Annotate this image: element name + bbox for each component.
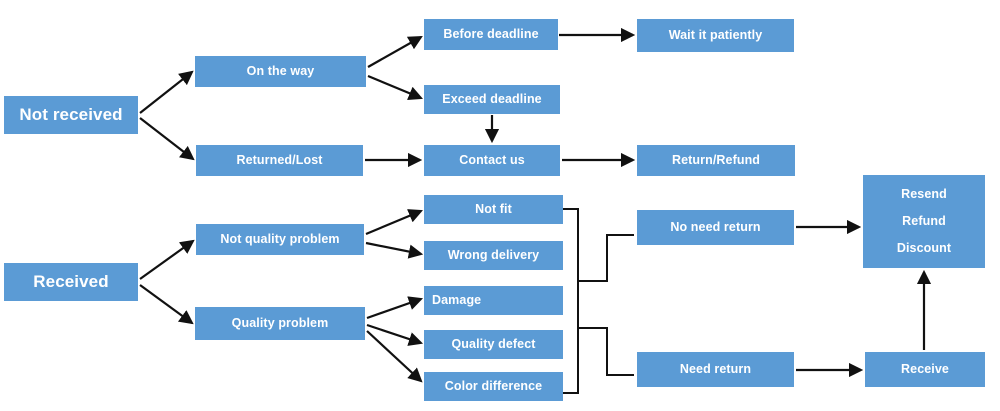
node-label: Before deadline [443, 27, 539, 42]
node-label: Need return [679, 362, 752, 377]
node-label: No need return [670, 220, 761, 235]
node-damage[interactable]: Damage [424, 286, 563, 315]
node-label: Not received [19, 105, 123, 125]
node-wait-it-patiently[interactable]: Wait it patiently [637, 19, 794, 52]
edge-not-received-to-returned-lost [139, 117, 195, 161]
node-no-need-return[interactable]: No need return [637, 210, 794, 245]
node-label: Not quality problem [220, 232, 340, 247]
node-label: Returned/Lost [236, 153, 323, 168]
node-contact-us[interactable]: Contact us [424, 145, 560, 176]
node-receive[interactable]: Receive [865, 352, 985, 387]
node-label: Color difference [444, 379, 543, 394]
edge-reason-bus-spine [563, 208, 579, 394]
node-not-received[interactable]: Not received [4, 96, 138, 134]
node-label: Not fit [475, 202, 512, 217]
edge-quality-to-damage [366, 296, 424, 320]
node-on-the-way[interactable]: On the way [195, 56, 366, 87]
edge-quality-to-color-difference [366, 330, 423, 383]
node-label: Quality problem [231, 316, 329, 331]
node-received[interactable]: Received [4, 263, 138, 301]
node-quality-defect[interactable]: Quality defect [424, 330, 563, 359]
node-exceed-deadline[interactable]: Exceed deadline [424, 85, 560, 114]
edge-not-quality-to-not-fit [365, 209, 423, 236]
node-wrong-delivery[interactable]: Wrong delivery [424, 241, 563, 270]
node-before-deadline[interactable]: Before deadline [424, 19, 558, 50]
edge-on-the-way-to-exceed-deadline [367, 74, 423, 100]
resolution-option-discount: Discount [896, 241, 952, 256]
edge-bus-to-no-need-return [578, 234, 634, 282]
node-label: Wrong delivery [447, 248, 540, 263]
node-returned-lost[interactable]: Returned/Lost [196, 145, 363, 176]
resolution-option-refund: Refund [902, 214, 946, 229]
node-label: Receive [901, 362, 949, 377]
resolution-option-resend: Resend [901, 187, 947, 202]
node-not-fit[interactable]: Not fit [424, 195, 563, 224]
edge-received-to-not-quality-problem [139, 239, 195, 280]
node-label: Quality defect [451, 337, 536, 352]
node-label: Received [33, 272, 109, 292]
node-label: Exceed deadline [442, 92, 542, 107]
node-not-quality-problem[interactable]: Not quality problem [196, 224, 364, 255]
edge-on-the-way-to-before-deadline [367, 35, 423, 68]
edge-quality-to-quality-defect [366, 323, 424, 346]
edge-not-received-to-on-the-way [139, 70, 194, 114]
node-label: On the way [246, 64, 315, 79]
node-resolution[interactable]: Resend Refund Discount [863, 175, 985, 268]
edge-not-quality-to-wrong-delivery [365, 241, 424, 259]
node-quality-problem[interactable]: Quality problem [195, 307, 365, 340]
node-label: Wait it patiently [668, 28, 763, 43]
node-need-return[interactable]: Need return [637, 352, 794, 387]
node-label: Damage [432, 293, 482, 308]
edge-received-to-quality-problem [139, 284, 194, 325]
node-label: Return/Refund [671, 153, 761, 168]
node-return-refund[interactable]: Return/Refund [637, 145, 795, 176]
edge-bus-to-need-return [578, 327, 634, 376]
node-color-difference[interactable]: Color difference [424, 372, 563, 401]
node-label: Contact us [459, 153, 525, 168]
